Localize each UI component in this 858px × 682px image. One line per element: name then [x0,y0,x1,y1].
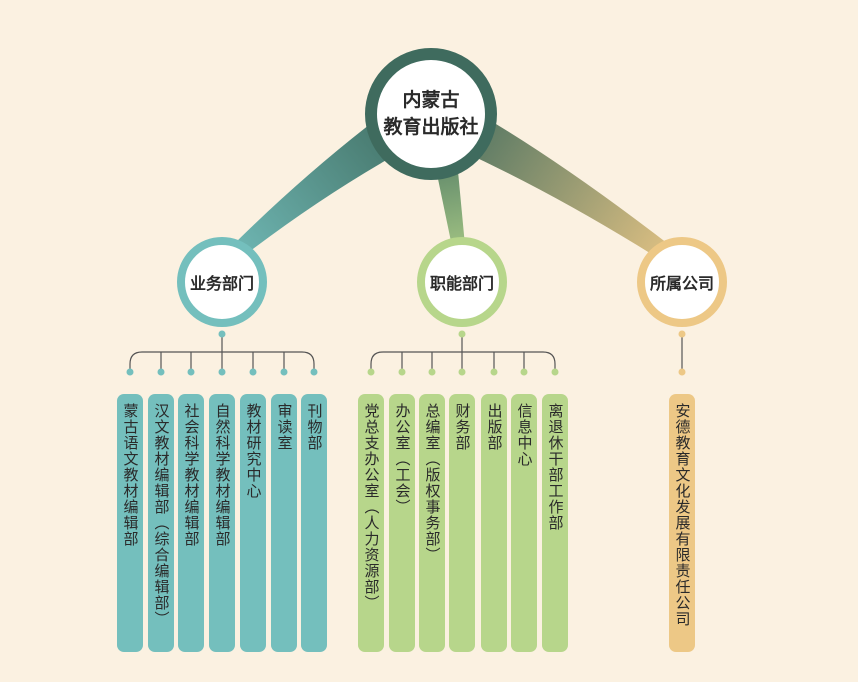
connector-subsidiary [678,330,686,376]
department-label: 出版部 [485,403,504,451]
company-bar: 安德教育文化发展有限责任公司 [669,394,695,652]
department-bar: 审读室 [271,394,297,652]
department-label: 总编室（版权事务部） [423,403,442,563]
department-label: 党总支办公室（人力资源部） [362,403,381,611]
category-label-functional: 职能部门 [429,274,494,293]
category-label-subsidiary: 所属公司 [649,274,714,293]
department-bar: 刊物部 [301,394,327,652]
department-bar: 自然科学教材编辑部 [209,394,235,652]
department-label: 社会科学教材编辑部 [182,403,201,547]
department-bar: 总编室（版权事务部） [419,394,445,652]
branch-business [228,118,404,262]
company-label: 安德教育文化发展有限责任公司 [673,403,692,627]
department-bar: 蒙古语文教材编辑部 [117,394,143,652]
department-bar: 党总支办公室（人力资源部） [358,394,384,652]
department-bar: 教材研究中心 [240,394,266,652]
department-bar: 汉文教材编辑部（综合编辑部） [148,394,174,652]
department-label: 离退休干部工作部 [546,403,565,531]
department-bar: 离退休干部工作部 [542,394,568,652]
category-node-subsidiary: 所属公司 [637,237,727,327]
department-bar: 办公室（工会） [389,394,415,652]
department-label: 办公室（工会） [393,403,412,515]
connector-dots-business [126,330,318,376]
department-label: 财务部 [453,403,472,451]
department-bar: 社会科学教材编辑部 [178,394,204,652]
department-label: 刊物部 [305,403,324,451]
category-node-functional: 职能部门 [417,237,507,327]
root-title-line2: 教育出版社 [383,116,479,138]
connector-dots-functional [367,330,559,376]
department-label: 蒙古语文教材编辑部 [121,403,140,547]
root-title-line1: 内蒙古 [402,89,460,111]
department-label: 汉文教材编辑部（综合编辑部） [152,403,171,627]
department-label: 教材研究中心 [244,403,263,499]
root-node-publisher: 内蒙古 教育出版社 [365,48,497,180]
department-bar: 财务部 [449,394,475,652]
category-node-business: 业务部门 [177,237,267,327]
department-label: 自然科学教材编辑部 [213,403,232,547]
department-bar: 信息中心 [511,394,537,652]
branch-subsidiary [460,118,676,262]
department-bar: 出版部 [481,394,507,652]
department-label: 审读室 [275,403,294,451]
category-label-business: 业务部门 [189,274,254,293]
department-label: 信息中心 [515,403,534,467]
